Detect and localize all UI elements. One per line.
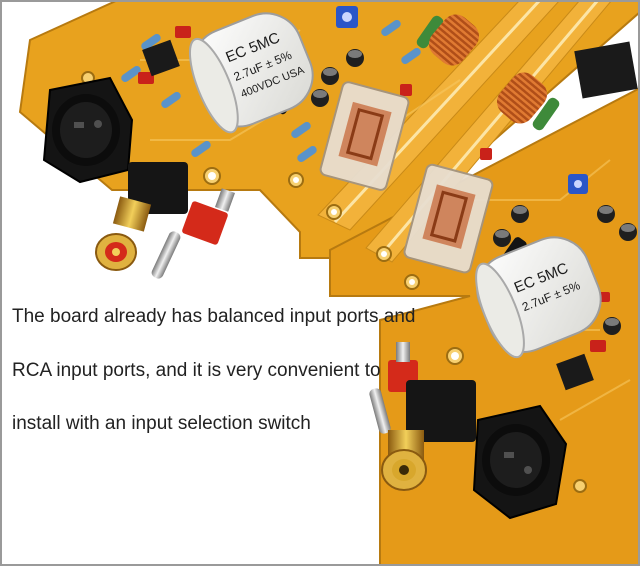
coil-bottom [496,72,548,124]
relay-top [319,81,410,191]
ic-chip-bottom [556,353,594,391]
xlr-connector-bottom [472,404,568,520]
toggle-switch-top [151,188,235,279]
caption-line-1: The board already has balanced input por… [12,306,416,327]
heatsink-block [574,41,638,99]
film-capacitor-bottom: EC 5MC 2.7uF ± 5% [475,236,602,359]
film-capacitor-top: EC 5MC 2.7uF ± 5% 400VDC USA [188,12,314,134]
green-resistor-2 [532,97,560,131]
resistors-top [121,19,421,163]
caption-line-2: RCA input ports, and it is very convenie… [12,360,381,381]
small-electrolytic-caps [311,49,637,335]
ic-chip-top [142,39,180,77]
caption-line-3: install with an input selection switch [12,413,311,434]
coil-top [428,14,480,66]
rca-jack-bottom [381,380,476,491]
mounting-holes [81,71,587,493]
red-capacitors [138,26,610,352]
green-resistor [416,15,444,49]
xlr-connector-top [42,76,134,184]
relay-bottom [403,163,494,274]
rca-jack-top [95,162,188,271]
